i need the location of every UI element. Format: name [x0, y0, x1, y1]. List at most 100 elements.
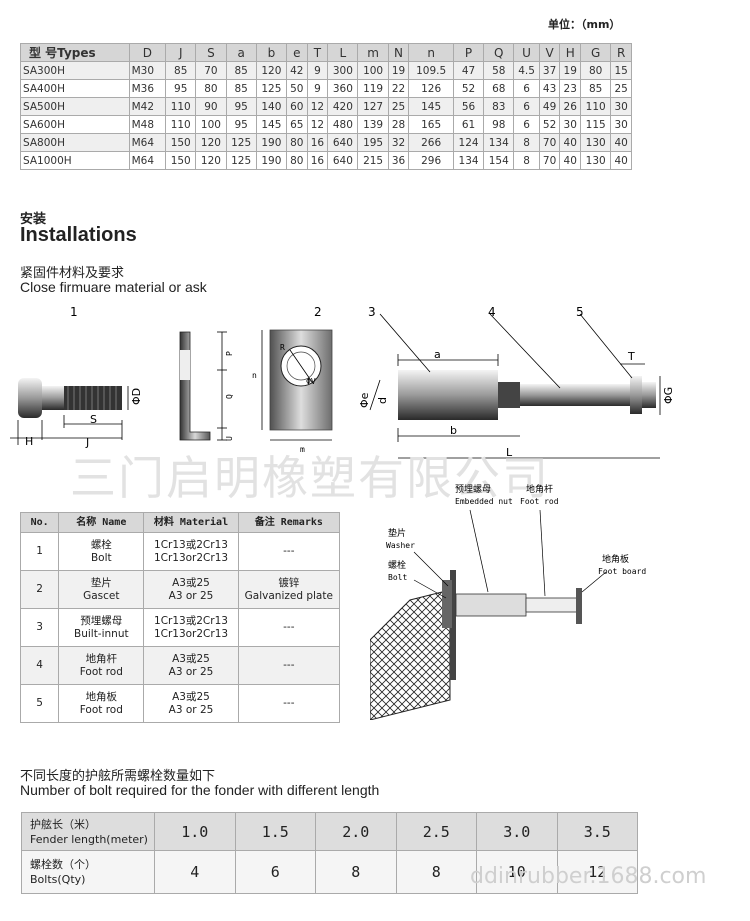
dim-V: ΦV [306, 377, 316, 386]
assembly-section-drawing: 预埋螺母 Embedded nut 地角杆 Foot rod 垫片 Washer… [370, 483, 646, 720]
spec-cell: 30 [610, 97, 632, 116]
spec-header-cell: 型 号Types [20, 43, 130, 62]
spec-cell: 8 [513, 133, 540, 152]
parts-cell-remarks: --- [237, 608, 341, 647]
spec-cell: M30 [128, 61, 167, 80]
parts-cell-line: 垫片 [90, 576, 112, 589]
spec-cell: 125 [225, 151, 257, 170]
spec-cell: 480 [327, 115, 359, 134]
spec-cell: 22 [387, 79, 410, 98]
parts-header-cell: 备注 Remarks [237, 512, 341, 533]
spec-cell: 120 [195, 133, 227, 152]
spec-cell: 120 [255, 61, 287, 80]
spec-cell: 110 [580, 97, 612, 116]
spec-cell: 70 [538, 133, 561, 152]
installations-title-en: Installations [20, 224, 137, 246]
dim-D: ΦD [130, 388, 143, 405]
spec-header-cell: Q [483, 43, 515, 62]
parts-cell-line: A3 or 25 [168, 703, 214, 716]
spec-cell: 30 [559, 115, 582, 134]
dim-G: ΦG [662, 387, 675, 404]
spec-cell: 42 [285, 61, 308, 80]
spec-cell: 119 [357, 79, 389, 98]
dim-L: L [506, 446, 513, 459]
spec-cell: SA1000H [20, 151, 130, 170]
spec-cell: 95 [225, 115, 257, 134]
parts-cell-line: Foot rod [79, 703, 123, 716]
company-watermark: 三门启明橡塑有限公司 [70, 451, 550, 505]
dim-Q: Q [225, 394, 234, 399]
fender-length-cell: 1.5 [234, 812, 316, 851]
spec-header-cell: G [580, 43, 612, 62]
bolt-label-cn: 螺栓 [388, 559, 406, 571]
parts-cell-line: 螺栓 [90, 538, 112, 551]
bolt-qty-title-en: Number of bolt required for the fonder w… [20, 782, 380, 798]
fender-length-cell: 3.5 [556, 812, 638, 851]
spec-header-cell: H [559, 43, 582, 62]
spec-header-cell: J [165, 43, 197, 62]
spec-header-cell: D [128, 43, 167, 62]
foot-board-label-cn: 地角板 [602, 553, 629, 565]
dim-P: P [225, 351, 234, 356]
spec-cell: 49 [538, 97, 561, 116]
fastener-subtitle-cn: 紧固件材料及要求 [20, 266, 125, 281]
spec-header-cell: T [306, 43, 329, 62]
parts-cell-line: 镀锌 [278, 576, 300, 589]
parts-cell-line: 地角板 [85, 690, 118, 703]
spec-cell: 120 [195, 151, 227, 170]
parts-cell-remarks: --- [237, 646, 341, 685]
parts-cell-line: --- [283, 545, 295, 557]
dim-n: n [252, 371, 257, 380]
spec-header-cell: R [610, 43, 632, 62]
parts-cell-line: A3或25 [172, 652, 210, 665]
dim-m: m [300, 445, 305, 454]
spec-header-cell: P [452, 43, 485, 62]
spec-cell: 16 [306, 133, 329, 152]
fender-length-label: 护舷长（米） Fender length(meter) [21, 812, 155, 851]
parts-cell-line: Galvanized plate [244, 589, 333, 602]
bolt-qty-cell: 4 [154, 850, 236, 894]
rod-assembly-drawing: a b L T Φe d ΦG [358, 313, 675, 459]
spec-cell: 95 [165, 79, 197, 98]
spec-cell: 100 [195, 115, 227, 134]
spec-cell: 296 [408, 151, 454, 170]
spec-cell: 130 [580, 133, 612, 152]
part-number-2: 2 [314, 305, 322, 319]
washer-front-drawing: n m R ΦV [252, 329, 333, 454]
spec-cell: 98 [483, 115, 515, 134]
spec-cell: 37 [538, 61, 561, 80]
parts-cell-line: Foot rod [79, 665, 123, 678]
embedded-nut-label-en: Embedded nut [455, 497, 513, 506]
parts-cell-line: Bolt [90, 551, 112, 564]
spec-cell: 6 [513, 115, 540, 134]
spec-cell: 43 [538, 79, 561, 98]
spec-cell: 6 [513, 97, 540, 116]
spec-cell: 640 [327, 151, 359, 170]
spec-cell: 40 [610, 151, 632, 170]
spec-header-cell: N [387, 43, 410, 62]
spec-cell: 16 [306, 151, 329, 170]
parts-cell-no: 3 [19, 608, 60, 647]
spec-cell: 32 [387, 133, 410, 152]
spec-cell: 26 [559, 97, 582, 116]
spec-cell: M64 [128, 133, 167, 152]
parts-cell-line: Gascet [83, 589, 120, 602]
spec-cell: 70 [195, 61, 227, 80]
parts-cell-no: 5 [19, 684, 60, 723]
spec-cell: 195 [357, 133, 389, 152]
spec-cell: 215 [357, 151, 389, 170]
spec-cell: 19 [387, 61, 410, 80]
spec-cell: 150 [165, 133, 197, 152]
installations-title-cn: 安装 [20, 212, 47, 227]
dim-b: b [450, 424, 457, 437]
spec-cell: 139 [357, 115, 389, 134]
spec-cell: 640 [327, 133, 359, 152]
spec-cell: 56 [452, 97, 485, 116]
